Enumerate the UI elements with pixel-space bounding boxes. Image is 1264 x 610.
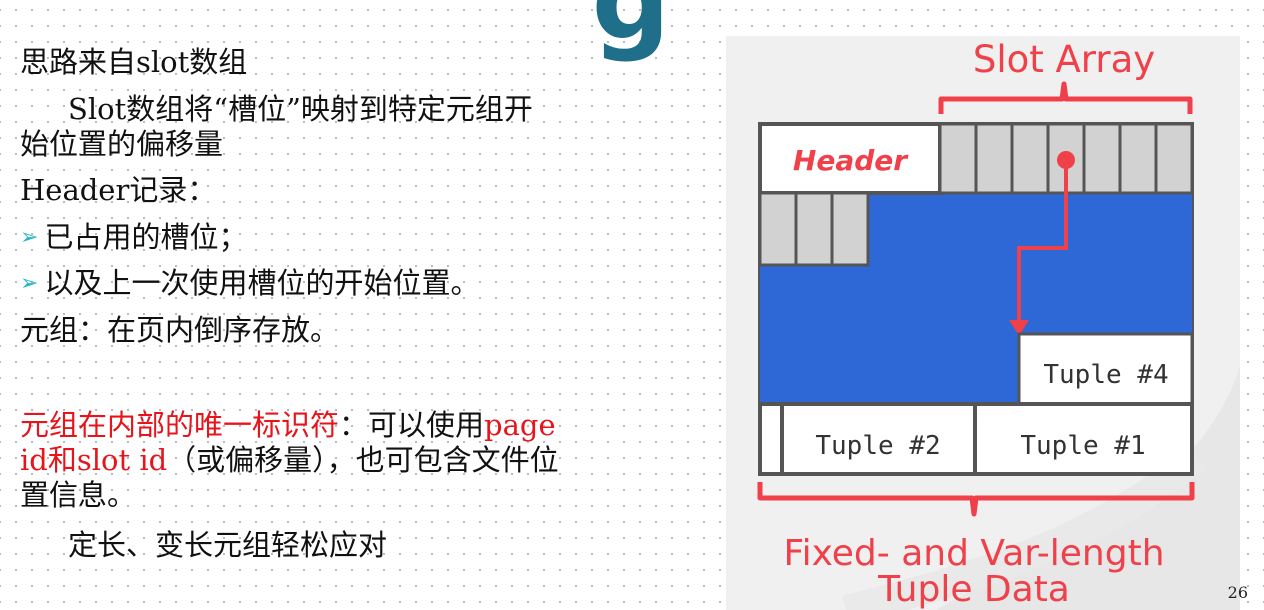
slot-cell <box>1082 122 1122 195</box>
text-line-1: 思路来自slot数组 <box>20 45 248 79</box>
header-label: Header <box>793 144 909 177</box>
slot-cell <box>1010 122 1050 195</box>
text-line-9-rest: （或偏移量），也可包含文件位 <box>167 443 559 477</box>
text-line-4: Header记录： <box>20 173 217 207</box>
bullet-item-2: ➢以及上一次使用槽位的开始位置。 <box>20 266 479 304</box>
slot-cell <box>758 191 798 267</box>
slot-array-second-row <box>758 191 870 267</box>
slot-cell <box>1154 122 1194 195</box>
tuple-data-label-1: Fixed- and Var-length <box>783 533 1164 574</box>
id-and-slot-term: id和slot id <box>20 443 168 477</box>
slot-cell <box>938 122 978 195</box>
text-line-2: Slot数组将“槽位”映射到特定元组开 <box>68 92 533 126</box>
tuple-4-label: Tuple #4 <box>1043 360 1168 390</box>
text-line-3: 始位置的偏移量 <box>20 127 224 161</box>
slot-array-label: Slot Array <box>973 38 1155 81</box>
bullet-arrow-icon: ➢ <box>20 225 39 250</box>
text-line-10: 置信息。 <box>20 478 137 512</box>
tuple-data-brace <box>757 482 1195 517</box>
slot-cell <box>1118 122 1158 195</box>
bullet-arrow-icon: ➢ <box>20 271 39 296</box>
slot-cell <box>830 191 870 267</box>
bullet-text-1: 已占用的槽位； <box>44 220 248 254</box>
text-line-8: 元组在内部的唯一标识符：可以使用page <box>20 408 556 442</box>
slot-pointer-arrow <box>1009 151 1075 336</box>
slotted-page-diagram: Slot Array Header <box>726 36 1240 610</box>
watermark-logo <box>842 366 1240 610</box>
slotted-page-svg: Slot Array Header <box>757 38 1240 610</box>
slot-cell <box>794 191 834 267</box>
slot-cell <box>974 122 1014 195</box>
bullet-item-1: ➢已占用的槽位； <box>20 220 247 258</box>
page-term: page <box>484 408 556 442</box>
page-number: 26 <box>1227 583 1248 602</box>
text-line-9: id和slot id（或偏移量），也可包含文件位 <box>20 443 559 477</box>
text-line-7: 元组：在页内倒序存放。 <box>20 313 340 347</box>
bullet-text-2: 以及上一次使用槽位的开始位置。 <box>44 266 480 300</box>
slot-array-brace <box>938 81 1193 114</box>
tuple-data-label-2: Tuple Data <box>877 569 1070 610</box>
tuple-id-term: 元组在内部的唯一标识符 <box>20 408 340 442</box>
tuple-1-label: Tuple #1 <box>1020 431 1145 461</box>
text-line-8-mid: ：可以使用 <box>339 408 485 442</box>
tuple-2-label: Tuple #2 <box>815 431 940 461</box>
tuple-4-cell <box>1017 332 1194 406</box>
text-line-11: 定长、变长元组轻松应对 <box>68 528 388 562</box>
slide-title-fragment: g <box>591 0 673 64</box>
